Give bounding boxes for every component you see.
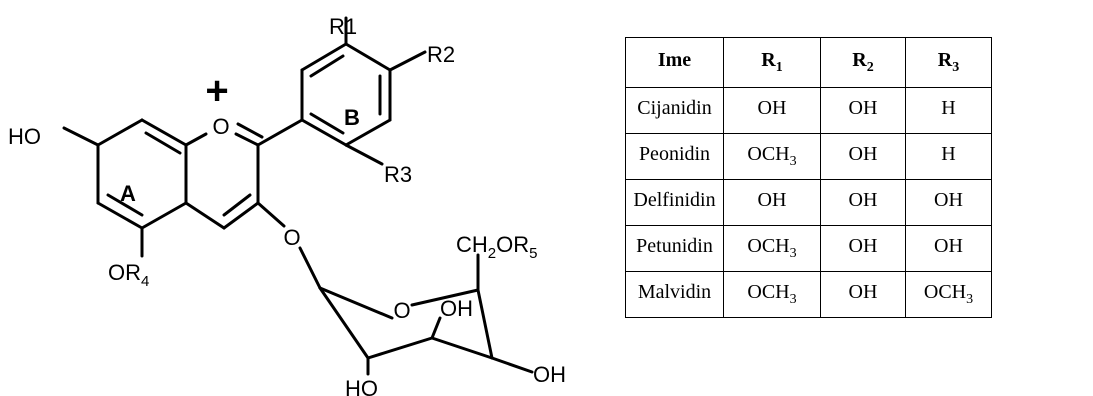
anthocyanin-structure: R1 R2 R3 HO O + A B OR4 O CH2OR5 O OH OH… — [8, 14, 566, 396]
substituent-bonds — [62, 16, 427, 258]
glycosidic-oxygen-label: O — [283, 225, 300, 250]
ring-b-bonds — [256, 42, 392, 147]
table-cell-r3: OH — [905, 179, 992, 226]
header-r2: R2 — [820, 37, 906, 88]
table-cell-r2: OH — [820, 271, 906, 318]
table-header-row: Ime R1 R2 R3 — [625, 37, 992, 88]
ho-bottom-label: HO — [345, 376, 378, 396]
oxonium-label: O — [212, 114, 229, 139]
table-row: Cijanidin OH OH H — [625, 87, 992, 134]
positive-charge-label: + — [205, 69, 228, 113]
table-cell-r3: OH — [905, 225, 992, 272]
table-cell-r2: OH — [820, 133, 906, 180]
oh-right-label: OH — [533, 362, 566, 387]
table-cell-r2: OH — [820, 225, 906, 272]
ch2or5-label: CH2OR5 — [456, 232, 537, 262]
table-cell-r3: H — [905, 87, 992, 134]
ring-b-label: B — [344, 105, 360, 130]
header-r1: R1 — [723, 37, 821, 88]
or4-label: OR4 — [108, 260, 149, 290]
ring-a-bonds — [96, 118, 188, 230]
header-r3: R3 — [905, 37, 992, 88]
ho-left-label: HO — [8, 124, 41, 149]
table-row: Peonidin OCH3 OH H — [625, 133, 992, 180]
table-cell-r1: OCH3 — [723, 133, 821, 180]
oh-mid-label: OH — [440, 296, 473, 321]
table-row: Malvidin OCH3 OH OCH3 — [625, 271, 992, 318]
r2-label: R2 — [427, 42, 455, 67]
table-row: Petunidin OCH3 OH OH — [625, 225, 992, 272]
table-cell-name: Delfinidin — [625, 179, 724, 226]
r1-label: R1 — [329, 14, 357, 39]
table-row: Delfinidin OH OH OH — [625, 179, 992, 226]
table-cell-r1: OCH3 — [723, 271, 821, 318]
table-cell-r1: OH — [723, 87, 821, 134]
header-ime: Ime — [625, 37, 724, 88]
table-cell-r1: OCH3 — [723, 225, 821, 272]
table-cell-name: Petunidin — [625, 225, 724, 272]
table-cell-r2: OH — [820, 179, 906, 226]
substituent-table: Ime R1 R2 R3 Cijanidin OH OH H Peonidin … — [625, 37, 992, 318]
table-cell-r3: OCH3 — [905, 271, 992, 318]
ring-a-label: A — [120, 181, 136, 206]
table-cell-name: Peonidin — [625, 133, 724, 180]
table-cell-name: Malvidin — [625, 271, 724, 318]
r3-label: R3 — [384, 162, 412, 187]
ring-oxygen-label: O — [393, 298, 410, 323]
table-cell-r1: OH — [723, 179, 821, 226]
table-cell-r3: H — [905, 133, 992, 180]
table-cell-name: Cijanidin — [625, 87, 724, 134]
ring-c-bonds — [184, 122, 264, 230]
sugar-bonds — [298, 246, 534, 376]
table-cell-r2: OH — [820, 87, 906, 134]
